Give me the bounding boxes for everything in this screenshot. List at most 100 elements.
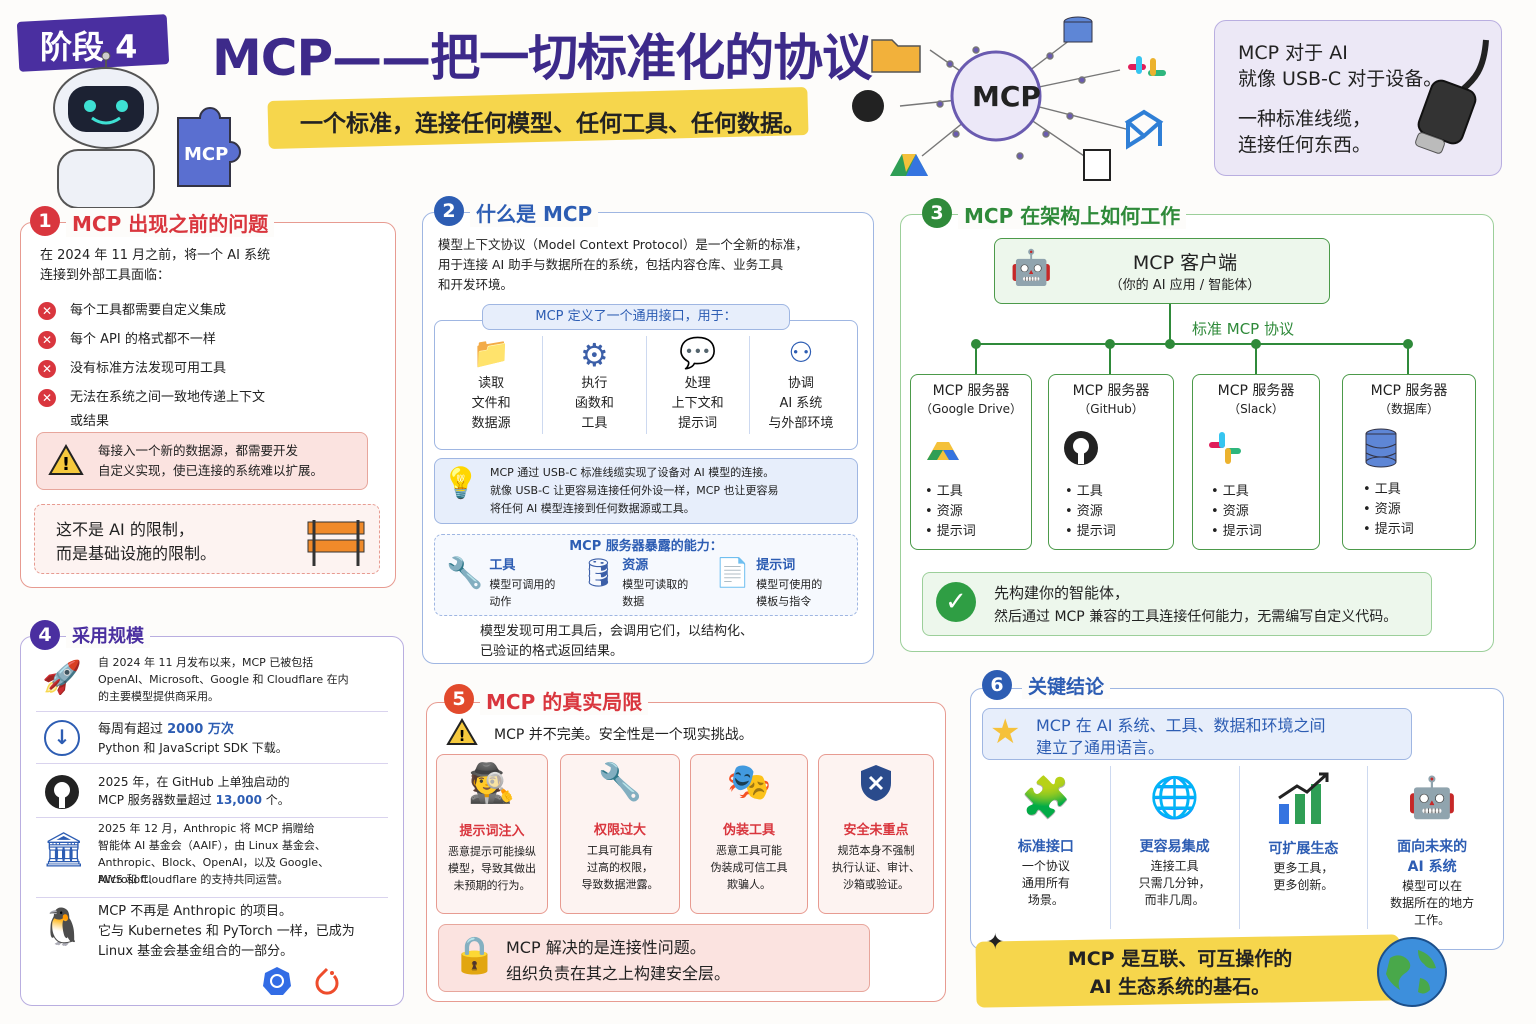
usb-note-line1: MCP 对于 AI xyxy=(1238,42,1348,64)
section6-star-2: 建立了通用语言。 xyxy=(1036,738,1165,757)
function-line: 文件和 xyxy=(471,396,511,411)
warning-icon: ! xyxy=(446,718,478,745)
risk-desc: 模型，导致其做出 xyxy=(448,862,536,875)
adoption-row: 🏛 2025 年 12 月，Anthropic 将 MCP 捐赠给 智能体 AI… xyxy=(36,820,388,898)
section3-result-1: 先构建你的智能体， xyxy=(994,584,1130,602)
section1-note-2: 而是基础设施的限制。 xyxy=(56,544,217,563)
problem-item-text: 没有标准方法发现可用工具 xyxy=(70,360,227,376)
function-line: AI 系统 xyxy=(779,396,823,411)
stage-badge-text: 阶段 4 xyxy=(40,28,138,66)
usb-note-line3: 一种标准线缆， xyxy=(1238,108,1372,130)
puzzle-label: MCP xyxy=(184,144,229,165)
server-item: • 资源 xyxy=(1363,502,1401,517)
capability-items: 🔧 工具 模型可调用的 动作 🛢 资源 模型可读取的 数据 📄 提示词 模型可使… xyxy=(446,556,850,610)
section1-note-1: 这不是 AI 的限制， xyxy=(56,520,194,539)
function-line: 读取 xyxy=(478,376,505,391)
problem-list: ✕每个工具都需要自定义集成 ✕每个 API 的格式都不一样 ✕没有标准方法发现可… xyxy=(38,296,378,432)
key-point: 可扩展生态 更多工具， 更多创新。 xyxy=(1238,766,1368,929)
adoption-text: MCP 不再是 Anthropic 的项目。 xyxy=(98,904,293,919)
x-icon: ✕ xyxy=(38,330,56,349)
risk-desc: 导致数据泄露。 xyxy=(581,878,659,891)
server-item: • 工具 xyxy=(1211,484,1249,499)
usb-explanation-box xyxy=(434,458,858,524)
function-line: 工具 xyxy=(581,416,608,431)
network-globe-icon: 🌐 xyxy=(1149,775,1200,821)
svg-text:!: ! xyxy=(459,727,466,745)
function-execute: ⚙ 执行 函数和 工具 xyxy=(542,336,645,434)
risk-card: 🎭 伪装工具 恶意工具可能 伪装成可信工具 欺骗人。 xyxy=(690,754,808,914)
key-point-title: 标准接口 xyxy=(1017,839,1074,855)
section5-lock-box xyxy=(438,924,870,992)
folder-icon: 📁 xyxy=(472,336,510,371)
problem-item: ✕每个 API 的格式都不一样 xyxy=(38,325,378,354)
lightbulb-icon: 💡 xyxy=(442,466,480,501)
key-point-desc: 而非几周。 xyxy=(1144,893,1205,907)
kubernetes-icon xyxy=(263,967,291,995)
section2-desc-1: 模型上下文协议（Model Context Protocol）是一个全新的标准， xyxy=(438,237,808,252)
section4-number: 4 xyxy=(30,620,60,650)
risk-desc: 工具可能具有 xyxy=(587,844,653,857)
function-line: 提示词 xyxy=(678,416,718,431)
problem-item-text: 每个工具都需要自定义集成 xyxy=(70,302,227,318)
usb-note-line2: 就像 USB-C 对于设备。 xyxy=(1238,68,1443,90)
section1-number: 1 xyxy=(30,206,60,236)
adoption-text-part: 个。 xyxy=(261,793,290,807)
adoption-text-part: 每周有超过 xyxy=(98,722,168,737)
adoption-text: Python 和 JavaScript SDK 下载。 xyxy=(98,741,288,755)
server-title: MCP 服务器 xyxy=(1072,383,1150,399)
section3-title: MCP 在架构上如何工作 xyxy=(958,200,1187,229)
server-item: • 资源 xyxy=(925,504,963,519)
subtitle: 一个标准，连接任何模型、任何工具、任何数据。 xyxy=(300,111,806,137)
key-point-desc: 只需几分钟， xyxy=(1138,876,1211,890)
server-item: • 提示词 xyxy=(925,524,976,539)
server-item: • 工具 xyxy=(925,484,963,499)
section1-note-box xyxy=(34,504,380,574)
key-point-desc: 模型可以在 xyxy=(1402,879,1463,893)
capability-tools: 🔧 工具 模型可调用的 动作 xyxy=(446,556,581,610)
github-icon xyxy=(45,775,79,809)
risk-title: 提示词注入 xyxy=(459,824,525,839)
key-point-title: 更容易集成 xyxy=(1139,839,1210,855)
problem-item-text: 无法在系统之间一致地传递上下文 xyxy=(70,389,266,405)
section2-title: 什么是 MCP xyxy=(470,198,599,227)
problem-item-continuation: 或结果 xyxy=(70,414,110,429)
key-point-desc: 更多工具， xyxy=(1273,861,1334,875)
theater-masks-icon: 🎭 xyxy=(726,762,772,803)
function-read: 📁 读取 文件和 数据源 xyxy=(440,336,542,434)
section3-number: 3 xyxy=(922,198,952,228)
client-title: MCP 客户端 xyxy=(1132,252,1238,274)
usb-explanation-2: 就像 USB-C 让更容易连接任何外设一样，MCP 也让更容易 xyxy=(490,484,779,497)
adoption-highlight: 13,000 xyxy=(215,793,262,807)
capabilities-box xyxy=(434,534,858,616)
adoption-text: 它与 Kubernetes 和 PyTorch 一样，已成为 xyxy=(98,924,355,939)
adoption-text: Anthropic、Block、OpenAI，以及 Google、Microso… xyxy=(98,856,330,886)
server-subtitle: （GitHub） xyxy=(1078,402,1144,416)
section5-number: 5 xyxy=(444,684,474,714)
warning-icon: ! xyxy=(48,443,84,475)
shield-x-icon xyxy=(861,765,891,801)
section2-footer-2: 已验证的格式返回结果。 xyxy=(480,644,624,659)
key-point: 🤖 面向未来的 AI 系统 模型可以在 数据所在的地方 工作。 xyxy=(1367,766,1496,929)
server-list: MCP 服务器 （Google Drive） • 工具 • 资源 • 提示词 M… xyxy=(910,374,1480,550)
risk-desc: 执行认证、审计、 xyxy=(832,861,920,874)
adoption-highlight: 2000 万次 xyxy=(167,722,234,737)
capability-desc: 模型可调用的 xyxy=(489,578,556,591)
function-line: 函数和 xyxy=(574,396,614,411)
key-point-title-2: AI 系统 xyxy=(1407,859,1457,875)
adoption-row: ↓ 每周有超过 2000 万次 Python 和 JavaScript SDK … xyxy=(36,714,388,764)
adoption-text: OpenAI、Microsoft、Google 和 Cloudflare 在内 xyxy=(98,673,349,686)
key-point-desc: 数据所在的地方 xyxy=(1390,896,1475,910)
final-line-2: AI 生态系统的基石。 xyxy=(1089,976,1271,998)
pytorch-icon xyxy=(315,967,339,995)
section1-warning-1: 每接入一个新的数据源，都需要开发 xyxy=(98,443,299,458)
protocol-label: 标准 MCP 协议 xyxy=(1192,320,1294,338)
capabilities-label: MCP 服务器暴露的能力： xyxy=(569,539,723,554)
check-icon: ✓ xyxy=(936,582,976,622)
capability-name: 提示词 xyxy=(756,558,796,573)
interface-label: MCP 定义了一个通用接口，用于： xyxy=(535,309,737,324)
adoption-text: AWS 和 Cloudflare 的支持共同运营。 xyxy=(98,873,289,886)
hub-label: MCP xyxy=(972,80,1041,113)
server-subtitle: （Google Drive） xyxy=(919,402,1023,416)
section3-result-box xyxy=(922,572,1432,636)
capability-prompts: 📄 提示词 模型可使用的 模板与指令 xyxy=(715,556,850,610)
